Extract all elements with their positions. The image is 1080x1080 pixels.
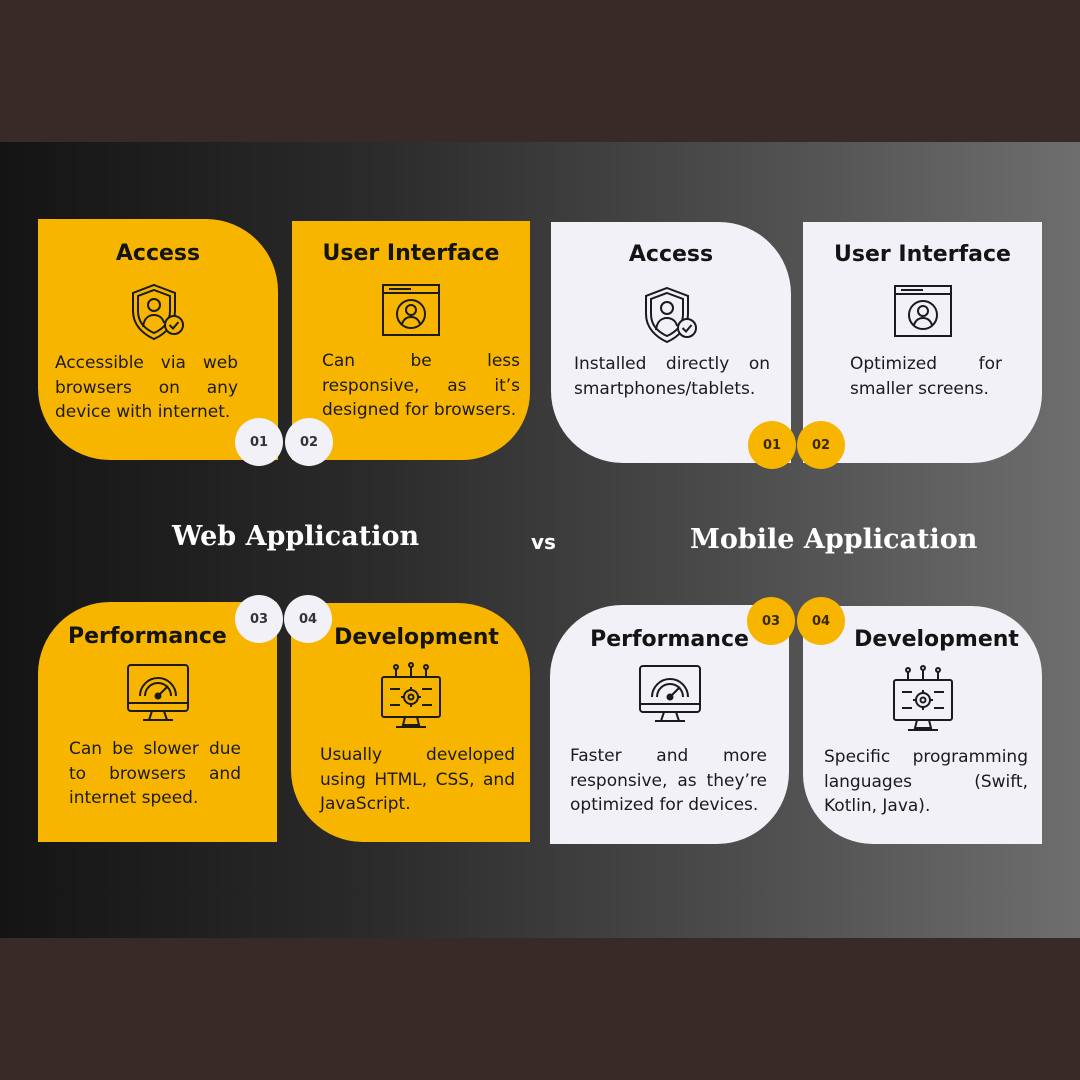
mobile-access-card: Access Installed directly on smartphones… [551, 222, 791, 463]
step-number-badge: 01 [748, 421, 796, 469]
web-ui-card: User Interface Can be less responsive, a… [292, 221, 530, 460]
card-title: User Interface [834, 242, 1011, 267]
card-description: Optimized for smaller screens. [850, 354, 1002, 399]
mobile-application-label: Mobile Application [690, 524, 978, 555]
card-title: Development [334, 625, 499, 650]
card-description: Accessible via web browsers on any devic… [55, 353, 238, 422]
mobile-ui-card: User Interface Optimized for smaller scr… [803, 222, 1042, 463]
card-title: Access [628, 242, 714, 267]
browser-user-icon [382, 284, 440, 336]
shield-user-check-icon [132, 283, 184, 341]
card-description: Faster and more responsive, as they’re o… [570, 746, 767, 815]
card-description: Can be less responsive, as it’s designed… [322, 351, 520, 420]
shield-user-check-icon [645, 286, 697, 344]
card-title: User Interface [322, 241, 500, 266]
card-title: Development [854, 627, 1019, 652]
web-development-card: Development Usually developed using HTML… [291, 603, 530, 842]
mobile-development-card: Development Specific programming languag… [803, 606, 1042, 844]
browser-user-icon [893, 285, 952, 337]
mobile-performance-card: Performance Faster and more responsive, … [550, 605, 789, 844]
web-application-label: Web Application [172, 521, 420, 552]
web-access-card: Access Accessible via web browsers on an… [38, 219, 278, 460]
card-title: Access [115, 241, 201, 266]
card-description: Can be slower due to browsers and intern… [69, 739, 241, 808]
card-description: Installed directly on smartphones/tablet… [574, 354, 770, 399]
step-number-badge: 03 [235, 595, 283, 643]
step-number-badge: 03 [747, 597, 795, 645]
monitor-gear-icon [892, 665, 953, 731]
monitor-gear-icon [380, 662, 441, 728]
card-title: Performance [68, 624, 227, 649]
vs-label: vs [531, 530, 556, 554]
card-description: Usually developed using HTML, CSS, and J… [320, 745, 515, 814]
step-number-badge: 04 [284, 595, 332, 643]
step-number-badge: 02 [797, 421, 845, 469]
monitor-speedometer-icon [638, 665, 701, 722]
step-number-badge: 04 [797, 597, 845, 645]
web-performance-card: Performance Can be slower due to browser… [38, 602, 277, 842]
step-number-badge: 02 [285, 418, 333, 466]
monitor-speedometer-icon [126, 664, 189, 721]
step-number-badge: 01 [235, 418, 283, 466]
card-description: Specific programming languages (Swift, K… [824, 747, 1028, 816]
card-title: Performance [590, 627, 749, 652]
